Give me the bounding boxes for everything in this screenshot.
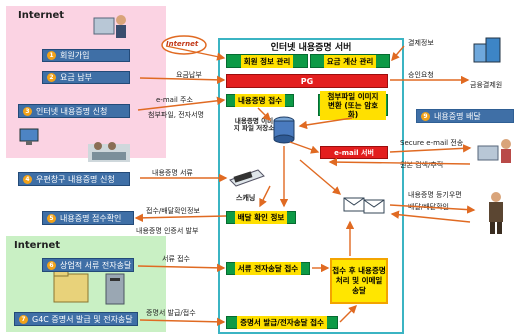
step-g4c-issue[interactable]: 7 G4C 증명서 발급 및 전자송달 <box>14 312 138 326</box>
finance-net-label: 금융결제원 <box>470 81 503 89</box>
doc-receive-box: 서류 전자송달 접수 <box>226 262 310 275</box>
flow-doc-receipt: 서류 접수 <box>162 255 190 263</box>
step-label: 내용증명 배달 <box>434 111 481 121</box>
monitor-icon <box>19 128 39 145</box>
receipt-box: 내용증명 접수 <box>226 94 294 107</box>
attach-convert-box: 첨부파일 이미지 변환 (또는 암호화) <box>318 90 388 120</box>
server-tower-icon <box>105 273 125 305</box>
step-number-1: 1 <box>47 51 56 60</box>
step-post-office-request[interactable]: 4 우편창구 내용증명 신청 <box>18 172 130 186</box>
step-fee-payment[interactable]: 2 요금 납부 <box>42 71 130 84</box>
database-icon <box>273 116 295 144</box>
scanner-icon <box>229 169 265 187</box>
step-internet-request[interactable]: 3 인터넷 내용증명 신청 <box>18 104 130 118</box>
original-search-label: 원본 검색/추적 <box>400 161 444 169</box>
flow-cert-docs2: 증명서 발급/접수 <box>146 309 196 317</box>
step-number-6: 6 <box>47 260 56 270</box>
step-number-9: 9 <box>421 111 430 121</box>
pg-box: PG <box>226 74 388 88</box>
step-label: 회원가입 <box>60 51 90 60</box>
step-label: 인터넷 내용증명 신청 <box>36 106 108 116</box>
bank-building-icon <box>473 37 501 63</box>
step-delivery[interactable]: 9 내용증명 배달 <box>416 109 514 123</box>
flow-fee-payment: 요금납부 <box>176 71 202 79</box>
db-label: 내용증명 이미지 파일 저장소 <box>233 117 275 133</box>
step-number-5: 5 <box>47 213 56 223</box>
delivery-check-box: 배달 확인 정보 <box>226 211 296 224</box>
recipient-computer-icon <box>477 139 511 163</box>
process-box: 접수 후 내용증명 처리 및 이메일 송달 <box>330 258 388 304</box>
user-computer-icon <box>93 15 126 38</box>
email-server-box: e-mail 서버 <box>320 146 388 159</box>
secure-email-label: Secure e-mail 전송 <box>400 139 464 147</box>
payment-info-label: 결제정보 <box>408 39 434 47</box>
zone-title-bottom: Internet <box>14 240 61 251</box>
delivery-info-label: 배달/배달확인 <box>408 203 449 211</box>
registered-mail-label: 내용증명 등기우편 <box>408 191 462 199</box>
folder-icon <box>53 269 89 303</box>
step-number-4: 4 <box>23 174 32 184</box>
server-title: 인터넷 내용증명 서버 <box>270 43 352 53</box>
step-label: 상업적 서류 전자송달 <box>60 260 132 270</box>
step-label: 내용증명 접수확인 <box>60 213 122 223</box>
office-people-icon <box>88 142 130 162</box>
flow-receipt-info: 접수/배달확인정보 <box>146 207 200 215</box>
envelopes-icon <box>343 197 385 214</box>
step-label: G4C 증명서 발급 및 전자송달 <box>32 314 133 324</box>
step-receipt-confirm[interactable]: 5 내용증명 접수확인 <box>42 211 134 225</box>
cert-issue-box: 증명서 발급/전자송달 접수 <box>226 316 338 329</box>
member-info-management: 회원 정보 관리 <box>226 54 308 68</box>
scanning-label: 스캐닝 <box>236 194 256 202</box>
mail-carrier-icon <box>489 192 503 234</box>
step-number-3: 3 <box>23 106 32 116</box>
zone-title-top: Internet <box>18 10 65 21</box>
step-member-join[interactable]: 1 회원가입 <box>42 49 130 62</box>
step-number-7: 7 <box>19 314 28 324</box>
flow-cert-docs: 내용증명 서류 <box>152 169 193 177</box>
step-label: 요금 납부 <box>60 73 92 82</box>
internet-cloud-label: Internet <box>166 40 199 48</box>
step-number-2: 2 <box>47 73 56 82</box>
approval-label: 승인요청 <box>408 71 434 79</box>
step-commercial-doc[interactable]: 6 상업적 서류 전자송달 <box>42 258 134 272</box>
flow-attach-file: 첨부파일, 전자서명 <box>148 111 204 119</box>
flow-auth-issue: 내용증명 인증서 발부 <box>136 227 199 235</box>
step-label: 우편창구 내용증명 신청 <box>36 174 115 184</box>
fee-calc-management: 요금 계산 관리 <box>310 54 390 68</box>
flow-email-addr: e-mail 주소 <box>156 96 193 104</box>
